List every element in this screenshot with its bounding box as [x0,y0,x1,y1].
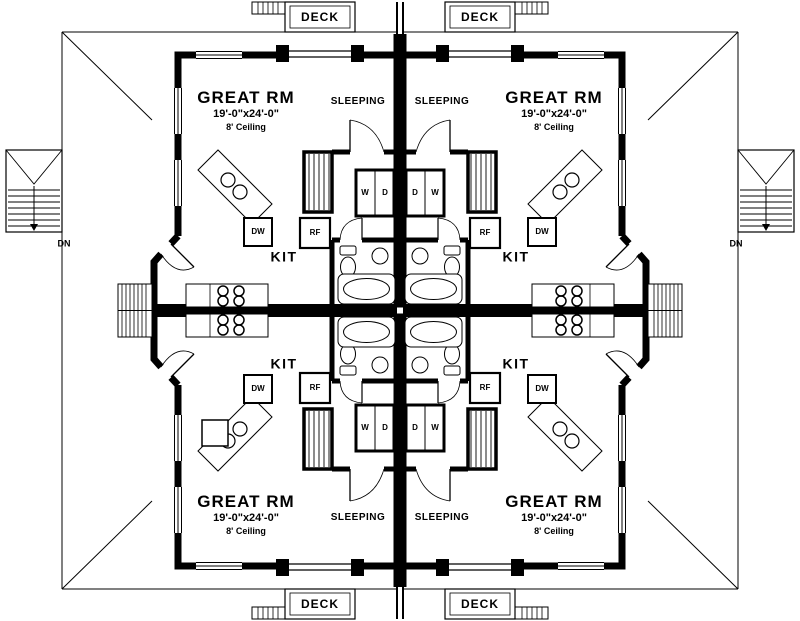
dryer-label-lower-left: D [382,423,388,433]
great-room-ceiling: 8' Ceiling [534,121,574,132]
quadrant-upper-right [403,2,738,311]
great-room-label-lower-right: GREAT RM 19'-0"x24'-0" 8' Ceiling [505,492,602,536]
washer-label-lower-left: W [361,423,369,433]
deck-label-upper-right: DECK [460,9,500,24]
kitchen-label-upper-left: KIT [270,248,298,265]
deck-label-lower-left: DECK [300,596,340,611]
dishwasher-label-upper-left: DW [251,227,265,237]
refrigerator-label-lower-right: RF [479,383,491,393]
great-room-title: GREAT RM [505,87,603,107]
refrigerator-label-lower-left: RF [309,383,321,393]
refrigerator-label-upper-left: RF [309,228,321,238]
great-room-title: GREAT RM [197,87,295,107]
utility-box [201,419,229,447]
refrigerator-label-upper-right: RF [479,228,491,238]
washer-label-upper-right: W [431,188,439,198]
deck-label-lower-right: DECK [460,596,500,611]
great-room-dimensions: 19'-0"x24'-0" [213,512,279,525]
kitchen-label-upper-right: KIT [502,248,530,265]
stair-tower-left [5,149,63,233]
great-room-label-lower-left: GREAT RM 19'-0"x24'-0" 8' Ceiling [197,492,294,536]
great-room-dimensions: 19'-0"x24'-0" [521,512,587,525]
washer-label-upper-left: W [361,188,369,198]
dryer-label-upper-left: D [382,188,388,198]
great-room-dimensions: 19'-0"x24'-0" [521,108,587,121]
stair-dn-label-right: DN [729,238,743,249]
deck-label-upper-left: DECK [300,9,340,24]
dryer-label-lower-right: D [412,423,418,433]
kitchen-label-lower-right: KIT [502,355,530,372]
great-room-title: GREAT RM [197,491,295,511]
washer-label-lower-right: W [431,423,439,433]
great-room-ceiling: 8' Ceiling [534,525,574,536]
kitchen-label-lower-left: KIT [270,355,298,372]
sleeping-label-upper-right: SLEEPING [414,96,470,107]
dryer-label-upper-right: D [412,188,418,198]
dishwasher-label-lower-left: DW [251,384,265,394]
quadrant-lower-left [62,311,397,620]
sleeping-label-lower-right: SLEEPING [414,512,470,523]
sleeping-label-upper-left: SLEEPING [330,96,386,107]
sleeping-label-lower-left: SLEEPING [330,512,386,523]
great-room-label-upper-left: GREAT RM 19'-0"x24'-0" 8' Ceiling [197,88,294,132]
dishwasher-label-lower-right: DW [535,384,549,394]
stair-dn-label-left: DN [57,238,71,249]
great-room-label-upper-right: GREAT RM 19'-0"x24'-0" 8' Ceiling [505,88,602,132]
great-room-dimensions: 19'-0"x24'-0" [213,108,279,121]
dishwasher-label-upper-right: DW [535,227,549,237]
quadrant-upper-left [62,2,397,311]
quadrant-lower-right [403,311,738,620]
great-room-ceiling: 8' Ceiling [226,121,266,132]
great-room-ceiling: 8' Ceiling [226,525,266,536]
stair-tower-right [737,149,795,233]
great-room-title: GREAT RM [505,491,603,511]
